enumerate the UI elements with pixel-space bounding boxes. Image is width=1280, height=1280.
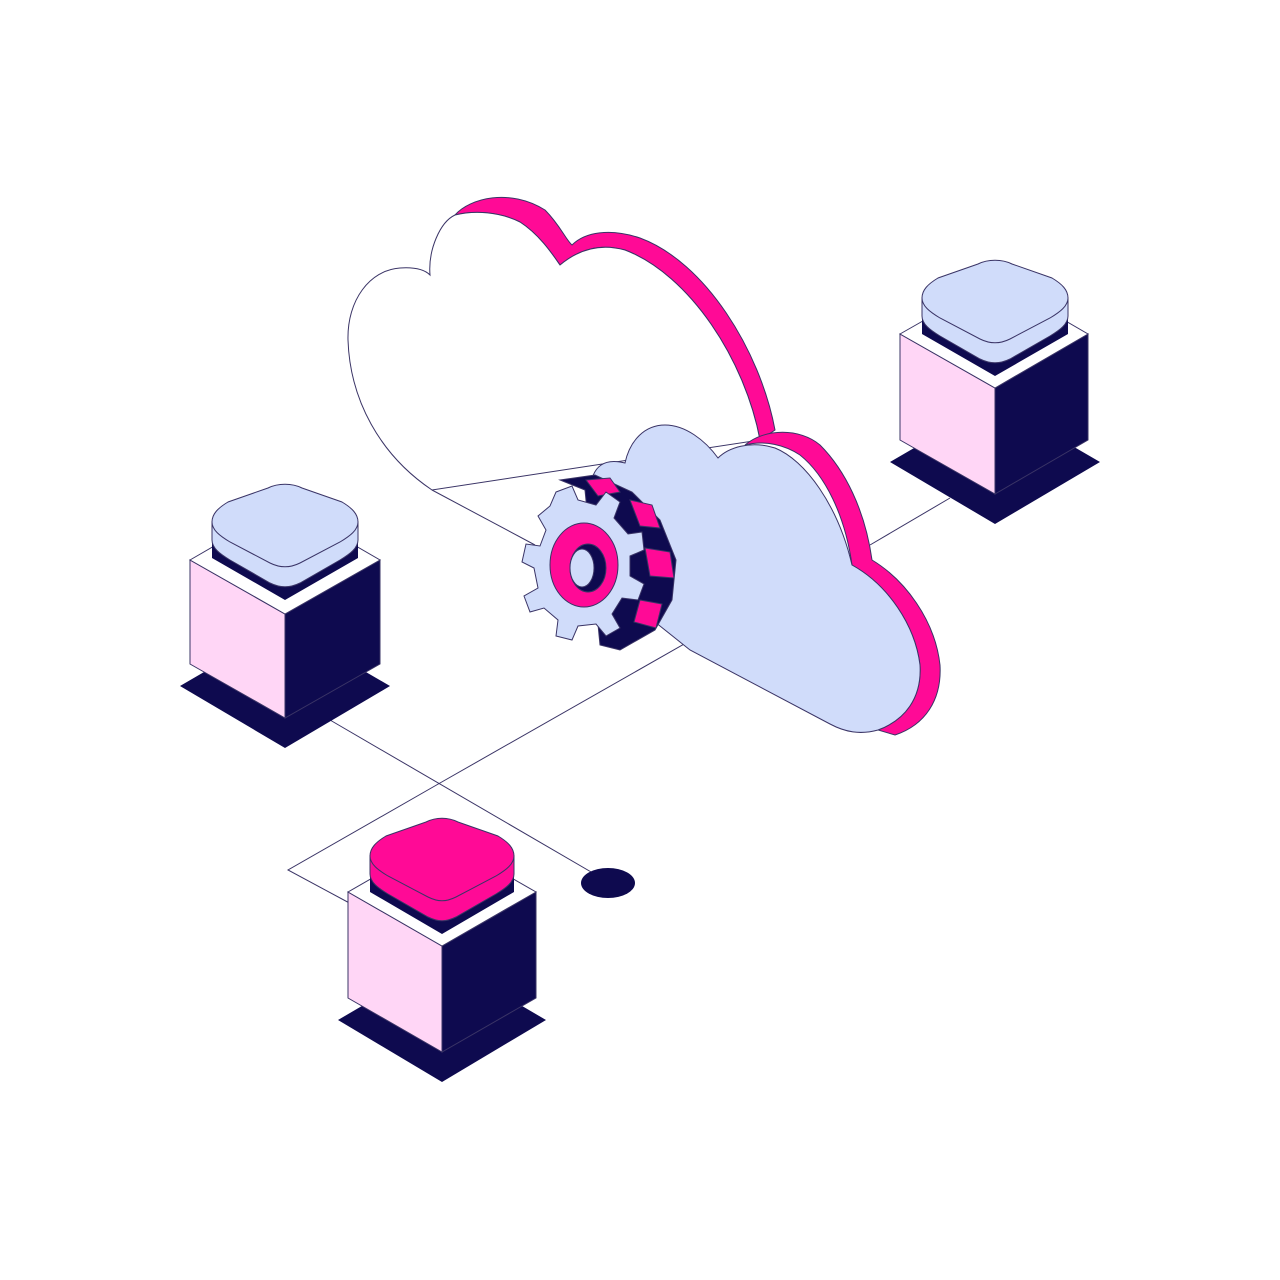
node-dot-icon (581, 868, 635, 898)
line-cloud-to-right-server (869, 497, 951, 546)
gear-icon (521, 474, 677, 651)
server-bottom-cap-side (369, 855, 515, 922)
server-left-icon (180, 483, 390, 748)
server-right-cap-side (921, 297, 1069, 364)
gear-teeth-side-3 (644, 547, 675, 579)
front-cloud-face (588, 424, 921, 733)
gear-teeth-side-4 (633, 599, 663, 629)
back-cloud-face (347, 211, 761, 491)
front-cloud-extrusion (744, 431, 941, 736)
server-right-cap-base (922, 316, 1068, 376)
back-cloud-icon (347, 196, 776, 491)
front-cloud-icon (588, 424, 941, 736)
server-left-cap-base (212, 540, 358, 600)
server-left-cap-top (211, 483, 359, 568)
server-right-cap-top (921, 259, 1069, 344)
server-bottom-cap-base (370, 874, 514, 934)
line-cloud-to-bottom-server (286, 634, 701, 907)
server-bottom-cap-top (369, 817, 515, 902)
server-left-cap-side (211, 521, 359, 588)
gear-hub-hole (569, 548, 595, 588)
connection-lines (286, 489, 951, 907)
line-left-server-to-node (329, 719, 599, 877)
gear-teeth-side-2 (629, 499, 661, 529)
gear-teeth-side-1 (585, 477, 621, 497)
line-gear-to-back-cloud (431, 489, 536, 546)
server-right-icon (890, 259, 1100, 524)
server-bottom-icon (338, 817, 546, 1082)
